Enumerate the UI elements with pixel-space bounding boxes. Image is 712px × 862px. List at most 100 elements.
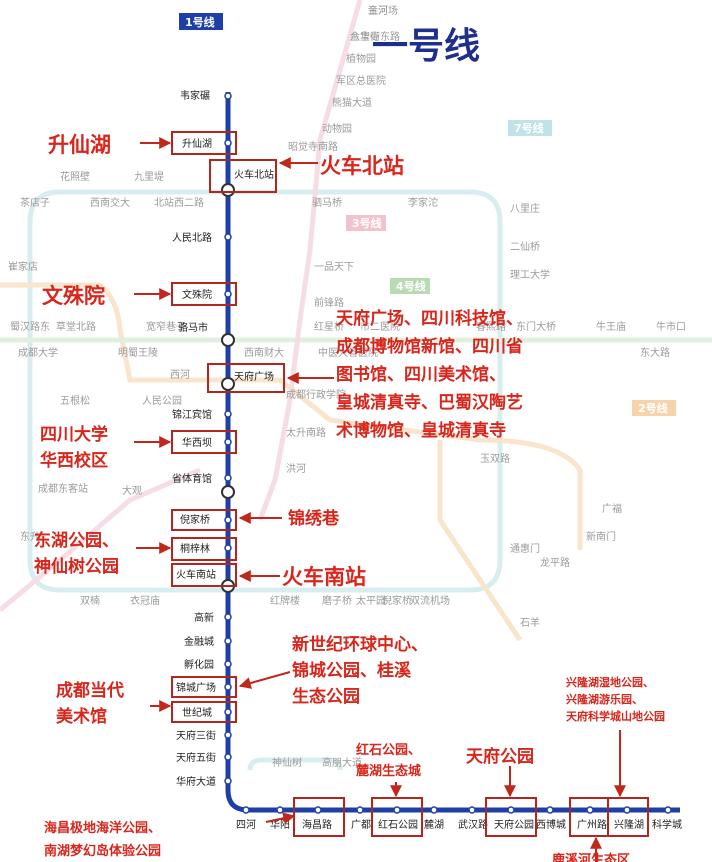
box-tongzilin [171,537,237,561]
ghost-station-label: 太升南路 [286,426,326,439]
station-dot[interactable] [356,806,364,814]
line3-badge: 3号线 [352,216,382,230]
station-dot[interactable] [224,708,232,716]
line1-stations [221,92,672,814]
station-label: 西博城 [536,818,566,831]
station-label: 桐梓林 [180,542,210,555]
ghost-station-label: 中医大省医院 [318,346,378,359]
station-label: 高新 [194,611,214,624]
station-dot[interactable] [224,660,232,668]
ghost-station-label: 东升 [20,530,40,543]
station-dot[interactable] [224,777,232,785]
station-label: 孵化园 [184,658,214,671]
ghost-station-label: 熊猫大道 [332,96,372,109]
ghost-station-label: 前锋路 [314,296,344,309]
ghost-station-label: 通惠门 [510,542,540,555]
station-label: 红石公园 [378,818,418,831]
station-dot[interactable] [224,637,232,645]
box-hongshigongyuan [371,797,423,837]
station-dot[interactable] [224,683,232,691]
station-dot[interactable] [430,806,438,814]
box-wenshuyuan [171,282,237,306]
station-dot[interactable] [314,806,322,814]
station-label: 升仙湖 [182,137,212,150]
annotation-huochenanzhan: 火车南站 [282,565,366,589]
annotation-luxi: 鹿溪河生态区 [552,852,630,862]
ghost-station-label: 红星桥 [314,320,344,333]
station-dot[interactable] [224,544,232,552]
station-label: 金融城 [184,635,214,648]
annotation-xinshiji-2: 锦城公园、桂溪 [292,660,412,681]
station-label: 华西坝 [182,436,212,449]
ghost-station-label: 理工大学 [510,268,550,281]
annotation-huochebeizhan: 火车北站 [320,154,404,178]
station-label: 锦城广场 [176,681,216,694]
ghost-station-label: 李家沱 [408,196,438,209]
box-nijiaqiao [171,509,237,531]
annotation-donghu-2: 神仙树公园 [34,556,119,577]
ghost-station-label: 三河场 [368,4,398,17]
annotation-tianfu: 天府广场、四川科技馆、 成都博物馆新馆、四川省 图书馆、四川美术馆、 皇城清真寺… [336,308,523,441]
station-dot[interactable] [224,410,232,418]
ghost-station-label: 金河 [368,4,388,17]
ghost-station-label: 九里堤 [134,171,164,183]
annotation-xinglong-2: 兴隆湖游乐园、 [566,692,643,706]
ghost-station-label: 成都大学 [18,346,58,359]
ghost-station-label: 衣冠庙 [130,594,160,607]
station-dot[interactable] [468,806,476,814]
station-dot[interactable] [224,438,232,446]
background-lines [0,0,712,771]
station-label: 世纪城 [182,707,212,719]
interchange-dot[interactable] [221,485,235,499]
interchange-dot[interactable] [221,377,235,391]
ghost-station-label: 双楠 [80,594,100,607]
ghost-station-label: 高朋大道 [322,756,362,769]
ghost-station-label: 牛市口 [656,320,686,333]
station-dot[interactable] [224,233,232,241]
interchange-dot[interactable] [221,183,235,197]
annotation-haichang-1: 海昌极地海洋公园、 [44,820,161,836]
ghost-station-label: 军区总医院 [336,74,386,87]
box-shijicheng [171,701,237,723]
highlight-boxes [171,131,649,837]
station-dot[interactable] [623,806,631,814]
line1-station-labels: 韦家碾 升仙湖 火车北站 人民北路 文殊院 骆马市 天府广场 锦江宾馆 华西坝 … [172,89,682,831]
ghost-station-label: 宽窄巷子 [146,320,186,333]
station-dot[interactable] [224,731,232,739]
ghost-station-label: 明蜀王陵 [118,347,158,359]
ghost-station-label: 东大路 [640,346,670,359]
station-dot[interactable] [224,613,232,621]
station-label: 韦家碾 [180,89,210,102]
station-dot[interactable] [546,806,554,814]
station-label: 锦江宾馆 [172,408,212,421]
station-dot[interactable] [393,806,401,814]
station-label: 广都 [351,819,371,831]
station-dot[interactable] [507,806,515,814]
annotation-dangdai-2: 美术馆 [56,706,107,727]
line1-badge: 1号线 [185,15,215,29]
line2-badge: 2号线 [638,401,668,415]
station-dot[interactable] [664,806,672,814]
station-label: 天府公园 [494,818,534,831]
interchange-dot[interactable] [221,333,235,347]
station-dot[interactable] [224,139,232,147]
ghost-station-label: 西南交大 [90,196,130,209]
ghost-station-label: 玉双路 [480,452,510,465]
station-dot[interactable] [224,92,232,100]
ghost-station-label: 西南财大 [244,346,284,359]
annotation-wenshuyuan: 文殊院 [42,284,105,308]
station-dot[interactable] [224,474,232,482]
box-tianfuguangchang [207,363,285,393]
station-dot[interactable] [276,806,284,814]
box-huochebeizhan [209,159,277,193]
annotation-line: 成都博物馆新馆、四川省 [336,336,523,357]
ghost-labels: 三河场金华寺东路植物园军区总医院熊猫大道动物园昭觉寺南路花照壁九里堤茶店子西南交… [8,4,686,769]
station-label: 科学城 [652,818,682,831]
station-label: 骆马市 [178,321,208,334]
station-dot[interactable] [242,806,250,814]
station-dot[interactable] [586,806,594,814]
station-dot[interactable] [224,753,232,761]
station-dot[interactable] [224,516,232,524]
station-dot[interactable] [224,290,232,298]
ghost-station-label: 茶店子 [20,196,50,209]
